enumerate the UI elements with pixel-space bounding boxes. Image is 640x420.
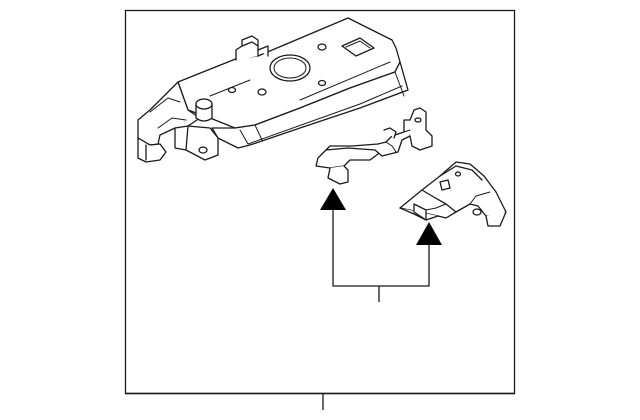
arrowhead-left bbox=[320, 188, 346, 210]
main-mounting-bracket bbox=[137, 17, 409, 163]
support-bracket-plate bbox=[399, 161, 507, 227]
wire-clip-bracket bbox=[315, 107, 433, 185]
callout-leader bbox=[320, 188, 442, 302]
diagram-frame bbox=[124, 9, 516, 410]
arrowhead-right bbox=[416, 222, 442, 245]
